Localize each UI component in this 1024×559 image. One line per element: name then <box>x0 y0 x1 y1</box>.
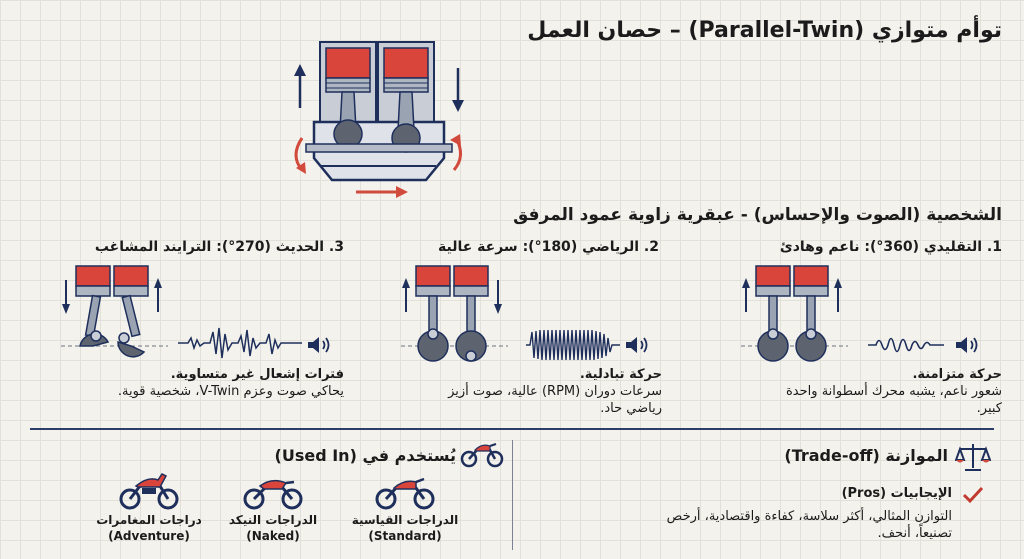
bike-adventure-name: دراجات المغامرات <box>96 513 202 527</box>
pros-text: التوازن المثالي، أكثر سلاسة، كفاءة واقتص… <box>666 509 952 541</box>
main-engine-illustration <box>294 41 464 198</box>
page-title: توأم متوازي (Parallel-Twin) – حصان العمل <box>527 18 1002 43</box>
config-2-speaker-icon <box>626 337 648 353</box>
vertical-divider <box>512 440 513 550</box>
config-3-heading: 3. الحديث (270°): الترايند المشاغب <box>94 239 344 255</box>
config-3-desc-text: يحاكي صوت وعزم V-Twin، شخصية قوية. <box>117 384 344 399</box>
section-subtitle: الشخصية (الصوت والإحساس) - عبقرية زاوية … <box>513 205 1002 225</box>
motion-arrows <box>294 64 464 112</box>
used-in-title: يُستخدم في (Used In) <box>274 446 456 465</box>
config-2-sound-wave-icon <box>526 329 620 361</box>
config-1-heading: 1. التقليدي (360°): ناعم وهادئ <box>779 239 1002 255</box>
pros-title: الإيجابيات (Pros) <box>841 486 952 501</box>
config-3-sound-wave-icon <box>178 327 302 359</box>
bike-naked-sub: (Naked) <box>246 529 300 543</box>
check-icon <box>962 486 984 504</box>
balance-scale-icon <box>955 444 991 471</box>
motorcycle-icon <box>460 443 504 468</box>
config-3-speaker-icon <box>308 337 330 353</box>
bike-adventure-sub: (Adventure) <box>108 529 190 543</box>
config-1-desc-title: حركة متزامنة. <box>912 367 1002 382</box>
tradeoff-title: الموازنة (Trade-off) <box>784 446 948 465</box>
config-2-description: حركة تبادلية. سرعات دوران (RPM) عالية، ص… <box>412 366 662 417</box>
bike-naked-name: الدراجات النيكد <box>228 513 318 527</box>
config-2-heading: 2. الرياضي (180°): سرعة عالية <box>438 239 659 255</box>
bike-standard-label: الدراجات القياسية (Standard) <box>330 512 480 544</box>
crankshaft <box>305 143 453 153</box>
bike-standard-name: الدراجات القياسية <box>351 513 459 527</box>
config-3-description: فترات إشعال غير متساوية. يحاكي صوت وعزم … <box>54 366 344 400</box>
bike-adventure-icon <box>119 473 179 510</box>
bike-adventure-label: دراجات المغامرات (Adventure) <box>74 512 224 544</box>
config-1-speaker-icon <box>956 337 978 353</box>
config-3-desc-title: فترات إشعال غير متساوية. <box>170 367 344 382</box>
config-3-engine-icon <box>58 265 168 358</box>
config-2-desc-title: حركة تبادلية. <box>579 367 662 382</box>
config-1-desc-text: شعور ناعم، يشبه محرك أسطوانة واحدة كبير. <box>786 384 1002 416</box>
config-1-sound-wave-icon <box>868 337 944 353</box>
config-2-desc-text: سرعات دوران (RPM) عالية، صوت أزيز رياضي … <box>448 384 662 416</box>
bike-standard-icon <box>375 477 435 510</box>
bike-naked-icon <box>243 479 303 510</box>
bike-naked-label: الدراجات النيكد (Naked) <box>198 512 348 544</box>
horizontal-divider <box>30 428 994 430</box>
config-1-description: حركة متزامنة. شعور ناعم، يشبه محرك أسطوا… <box>762 366 1002 417</box>
config-2-engine-icon <box>398 265 508 362</box>
bike-standard-sub: (Standard) <box>368 529 442 543</box>
left-piston <box>325 47 371 149</box>
config-1-engine-icon <box>738 265 848 362</box>
